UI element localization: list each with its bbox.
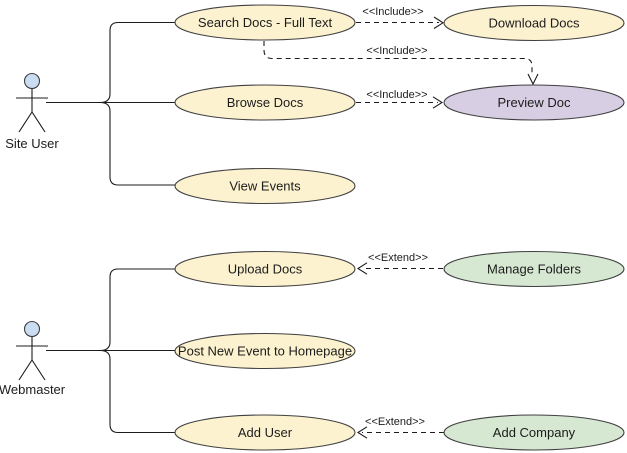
use-case-ellipse (443, 84, 625, 121)
arrowhead-left-icon (356, 426, 368, 439)
include-search-to-download: <<Include>> (356, 6, 445, 29)
use-case-label: Manage Folders (487, 262, 581, 277)
use-case-label: Browse Docs (227, 95, 304, 110)
use-case-ellipse (443, 414, 625, 451)
use-case-download-docs: Download Docs (443, 4, 625, 42)
actor-site-user: Site User (5, 72, 59, 151)
use-case-ellipse (174, 4, 356, 41)
arrowhead-left-icon (356, 262, 368, 275)
use-case-ellipse (174, 84, 356, 121)
include-line (263, 41, 533, 76)
include-label: <<Include>> (366, 89, 427, 101)
association-site-user-brace (46, 21, 177, 186)
use-case-ellipse (443, 4, 625, 42)
arrowhead-right-icon (432, 96, 444, 109)
include-browse-to-preview: <<Include>> (356, 89, 444, 109)
extend-manage-folders-to-upload: <<Extend>> (356, 252, 443, 275)
arrowhead-down-icon (527, 73, 539, 86)
extend-add-company-to-add-user: <<Extend>> (356, 416, 444, 439)
use-case-manage-folders: Manage Folders (443, 250, 625, 288)
use-case-browse-docs: Browse Docs (174, 84, 356, 121)
use-case-add-company: Add Company (443, 414, 625, 451)
use-case-label: Add Company (493, 425, 576, 440)
use-case-upload-docs: Upload Docs (174, 250, 356, 288)
actor-webmaster: Webmaster (0, 320, 66, 397)
use-case-label: Preview Doc (498, 95, 571, 110)
actor-body-icon (16, 88, 48, 133)
actor-head-icon (23, 320, 41, 338)
use-case-label: View Events (229, 179, 301, 194)
use-case-label: Upload Docs (228, 262, 303, 277)
use-case-search-docs-full-text: Search Docs - Full Text (174, 4, 356, 41)
use-case-preview-doc: Preview Doc (443, 84, 625, 121)
extend-label: <<Extend>> (368, 252, 428, 264)
association-webmaster-brace (46, 268, 176, 434)
arrowhead-right-icon (433, 16, 445, 29)
actor-site-user-label: Site User (5, 136, 59, 151)
use-case-add-user: Add User (174, 414, 356, 451)
include-label: <<Include>> (366, 45, 427, 57)
brace-top-branch (99, 268, 175, 352)
brace-bottom-branch (99, 349, 176, 434)
actor-body-icon (16, 336, 48, 381)
include-label: <<Include>> (362, 6, 423, 18)
use-case-ellipse (174, 414, 356, 451)
actor-head-icon (23, 72, 41, 90)
use-case-label: Post New Event to Homepage (178, 344, 352, 359)
use-case-ellipse (443, 250, 625, 288)
use-case-label: Search Docs - Full Text (198, 15, 333, 30)
use-case-ellipse (174, 332, 356, 370)
extend-label: <<Extend>> (365, 416, 425, 428)
use-case-ellipse (174, 167, 356, 205)
brace-top-branch (99, 21, 175, 104)
use-case-view-events: View Events (174, 167, 356, 205)
include-search-to-preview: <<Include>> (263, 41, 539, 86)
use-case-label: Add User (238, 425, 293, 440)
use-case-post-new-event-to-homepage: Post New Event to Homepage (174, 332, 356, 370)
use-case-ellipse (174, 250, 356, 288)
actor-webmaster-label: Webmaster (0, 382, 66, 397)
use-case-label: Download Docs (488, 16, 580, 31)
brace-bottom-branch (99, 101, 177, 186)
